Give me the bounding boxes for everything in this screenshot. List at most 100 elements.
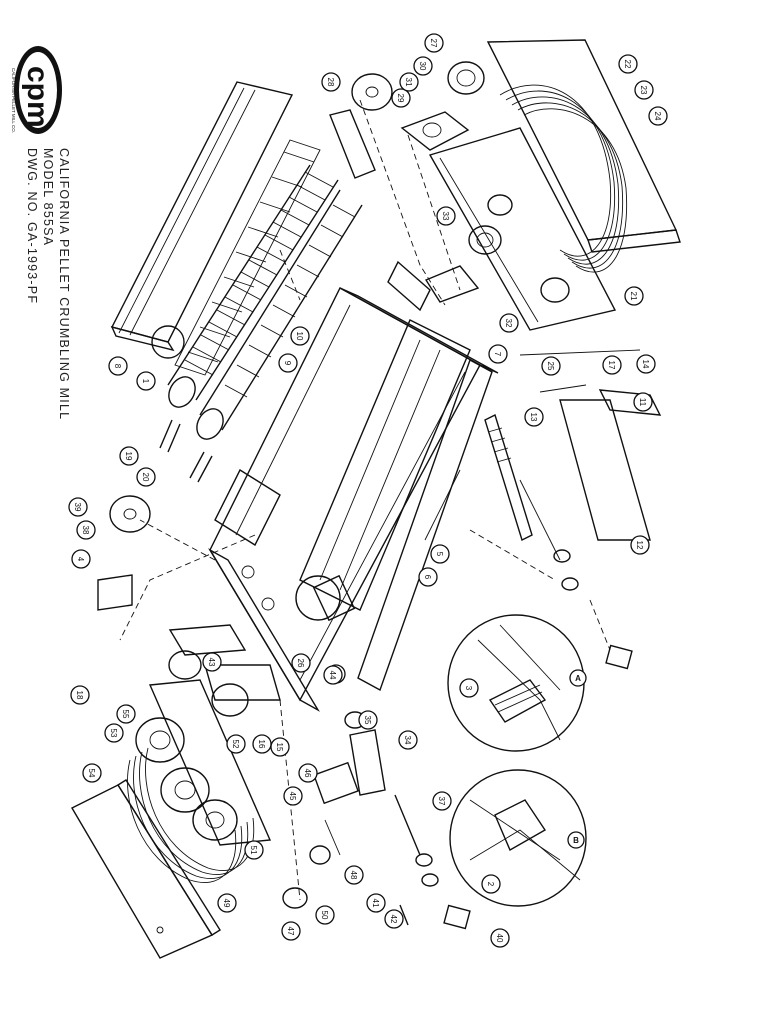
callout-number: 47 <box>286 927 295 936</box>
company-logo: cpm CALIFORNIA PELLET MILL CO. <box>11 46 62 134</box>
callout-bubble <box>226 734 246 754</box>
callout-bubble <box>315 905 335 925</box>
callout-bubble <box>366 893 386 913</box>
callout-number: 50 <box>320 911 329 920</box>
callout-bubble <box>648 106 668 126</box>
callout-40: 40 <box>490 928 510 948</box>
callout-number: 8 <box>113 364 122 369</box>
callout-bubble <box>290 326 310 346</box>
callout-20: 20 <box>136 467 156 487</box>
detail-view-a: A <box>447 614 587 752</box>
callout-number: 6 <box>423 575 432 580</box>
callout-5: 5 <box>430 544 450 564</box>
callout-number: 32 <box>504 319 513 328</box>
callout-number: 4 <box>76 557 85 562</box>
callout-bubble <box>202 652 222 672</box>
logo-company: CALIFORNIA PELLET MILL CO. <box>11 68 16 133</box>
callout-bubble <box>136 467 156 487</box>
callout-51: 51 <box>244 840 264 860</box>
callout-number: 3 <box>464 686 473 691</box>
callout-number: 22 <box>623 60 632 69</box>
callout-bubble <box>244 840 264 860</box>
callout-bubble <box>358 710 378 730</box>
detail-circle-a <box>151 325 185 359</box>
callout-18: 18 <box>70 685 90 705</box>
callout-number: 52 <box>231 740 240 749</box>
callout-bubble <box>618 54 638 74</box>
detail-b-label: B <box>573 836 579 845</box>
callout-9: 9 <box>278 353 298 373</box>
callout-number: 40 <box>495 934 504 943</box>
callout-23: 23 <box>634 80 654 100</box>
callout-38: 38 <box>76 520 96 540</box>
callout-number: 37 <box>437 797 446 806</box>
callout-number: 23 <box>639 86 648 95</box>
detail-view-b: B <box>449 769 587 907</box>
callout-45: 45 <box>283 786 303 806</box>
callout-16: 16 <box>252 734 272 754</box>
callout-bubble <box>436 206 456 226</box>
callout-number: 1 <box>141 379 150 384</box>
callout-bubble <box>490 928 510 948</box>
callout-number: 43 <box>207 658 216 667</box>
callout-bubble <box>278 353 298 373</box>
title-line-1: CALIFORNIA PELLET CRUMBLING MILL <box>57 148 71 421</box>
callout-number: 12 <box>635 541 644 550</box>
callout-number: 55 <box>121 710 130 719</box>
callout-number: 2 <box>486 882 495 887</box>
callout-number: 24 <box>653 112 662 121</box>
callout-number: 14 <box>641 360 650 369</box>
callout-bubble <box>136 371 156 391</box>
detail-a-label: A <box>575 674 581 683</box>
callout-bubble <box>391 88 411 108</box>
assembly-leader-lines <box>119 99 611 901</box>
roll-upper <box>159 164 339 453</box>
callout-17: 17 <box>602 355 622 375</box>
callout-number: 39 <box>73 503 82 512</box>
lower-drive-assembly <box>71 711 471 959</box>
roll-lower <box>189 189 363 483</box>
callout-number: 7 <box>493 352 502 357</box>
detail-b-marker <box>567 831 585 849</box>
callout-bubble <box>630 535 650 555</box>
callout-number: 21 <box>629 292 638 301</box>
callout-number: 30 <box>418 62 427 71</box>
callout-42: 42 <box>384 909 404 929</box>
callout-bubble <box>430 544 450 564</box>
callout-number: 20 <box>141 473 150 482</box>
callout-47: 47 <box>281 921 301 941</box>
roll-housing-assembly <box>110 81 363 483</box>
callout-6: 6 <box>418 567 438 587</box>
callout-number: 44 <box>328 671 337 680</box>
callout-55: 55 <box>116 704 136 724</box>
callout-32: 32 <box>499 313 519 333</box>
callout-14: 14 <box>636 354 656 374</box>
callout-bubble <box>82 763 102 783</box>
callout-25: 25 <box>541 356 561 376</box>
callout-30: 30 <box>413 56 433 76</box>
title-block: CALIFORNIA PELLET CRUMBLING MILL MODEL 8… <box>24 148 72 420</box>
callout-bubble <box>459 678 479 698</box>
left-pulley-assembly <box>97 495 281 846</box>
callout-number: 15 <box>275 743 284 752</box>
callout-50: 50 <box>315 905 335 925</box>
callout-number: 16 <box>257 740 266 749</box>
callout-bubble <box>344 865 364 885</box>
callout-number: 26 <box>296 659 305 668</box>
callout-number: 19 <box>124 452 133 461</box>
callout-52: 52 <box>226 734 246 754</box>
callout-number: 18 <box>75 691 84 700</box>
callout-number: 33 <box>441 212 450 221</box>
callout-number: 10 <box>295 332 304 341</box>
callout-39: 39 <box>68 497 88 517</box>
callout-bubble <box>76 520 96 540</box>
callout-4: 4 <box>71 549 91 569</box>
callout-bubble <box>283 786 303 806</box>
callout-number: 38 <box>81 526 90 535</box>
callout-bubble <box>321 72 341 92</box>
callout-number: 9 <box>283 361 292 366</box>
callout-bubble <box>624 286 644 306</box>
callout-46: 46 <box>298 763 318 783</box>
callout-number: 49 <box>222 899 231 908</box>
